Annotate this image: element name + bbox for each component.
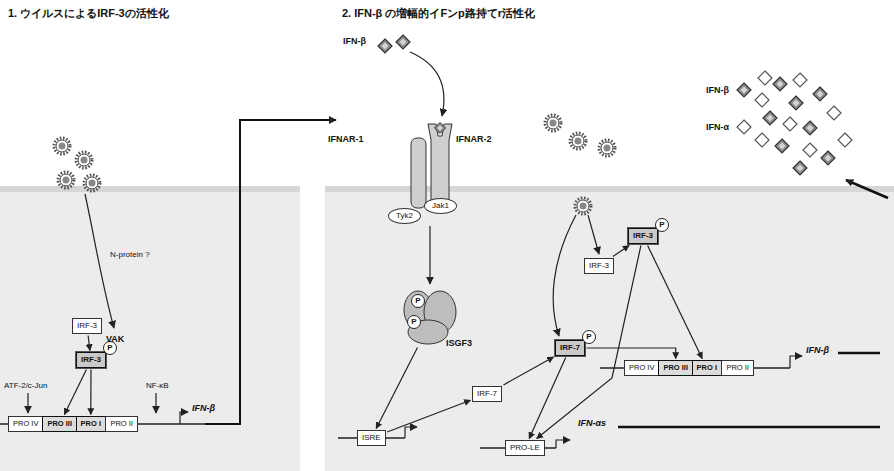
phospho-protein-box: IRF-3 bbox=[76, 352, 106, 368]
receptor-label: IFNAR-2 bbox=[456, 134, 492, 145]
node-text: PRO III bbox=[663, 363, 688, 373]
node-text: PRO I bbox=[81, 419, 101, 429]
phospho-protein-box: IRF-3 bbox=[628, 228, 658, 244]
node-text: IRF-3 bbox=[77, 321, 97, 331]
node-text: P bbox=[408, 316, 420, 328]
node-text: IRF-7 bbox=[560, 343, 580, 353]
phospho-protein-box: IRF-7 bbox=[555, 340, 585, 356]
promoter-element: PRO II bbox=[721, 360, 754, 376]
promoter-element: PRO I bbox=[76, 416, 106, 432]
node-text: P bbox=[412, 295, 424, 307]
node-text: IRF-7 bbox=[477, 389, 497, 399]
node-text: PRO I bbox=[697, 363, 717, 373]
panel-heading: 1. ウイルスによるIRF-3の活性化 bbox=[8, 7, 169, 20]
promoter-element: PRO IV bbox=[624, 360, 659, 376]
kinase-oval: Tyk2 bbox=[388, 208, 421, 224]
pathway-arrow bbox=[587, 348, 676, 359]
promoter-element: PRO-LE bbox=[505, 440, 545, 456]
protein-box: IRF-3 bbox=[584, 258, 614, 274]
node-text: Jak1 bbox=[432, 201, 449, 211]
pathway-arrow bbox=[88, 336, 90, 351]
pathway-arrow bbox=[387, 400, 470, 432]
phosphate-circle: P bbox=[411, 294, 425, 308]
node-text: ISGF3 bbox=[446, 338, 472, 348]
node-text: PRO IV bbox=[13, 419, 38, 429]
pathway-arrow bbox=[64, 370, 86, 415]
cytokine-label: IFN-β bbox=[706, 85, 729, 96]
pathway-arrow bbox=[529, 358, 566, 439]
node-text: P bbox=[656, 219, 668, 231]
promoter-element: PRO II bbox=[105, 416, 138, 432]
pathway-arrow bbox=[648, 246, 703, 359]
receptor-label: IFNAR-1 bbox=[328, 134, 364, 145]
promoter-element: PRO III bbox=[658, 360, 693, 376]
phosphate-circle: P bbox=[582, 330, 596, 344]
pathway-arrow bbox=[376, 348, 417, 429]
promoter-element: PRO I bbox=[692, 360, 722, 376]
cytokine-label: IFN-β bbox=[343, 36, 366, 47]
cytokine-label: IFN-α bbox=[706, 122, 729, 133]
kinase-oval: Jak1 bbox=[424, 198, 457, 214]
panel-heading: 2. IFN-β の増幅的イFンp路持てr活性化 bbox=[342, 7, 535, 20]
pathway-arrow bbox=[613, 246, 629, 257]
pathway-arrow bbox=[90, 370, 91, 415]
pathway-arrow bbox=[504, 357, 554, 385]
gene-label: IFN-β bbox=[192, 403, 215, 414]
node-text: PRO IV bbox=[629, 363, 654, 373]
gene-label: IFN-β bbox=[806, 345, 829, 356]
phosphate-circle: P bbox=[655, 218, 669, 232]
node-text: PRO-LE bbox=[510, 443, 540, 453]
isgf3-complex: ISGF3 PP bbox=[398, 288, 498, 352]
node-text: ISRE bbox=[362, 433, 381, 443]
factor-label: ATF-2/c-Jun bbox=[4, 381, 47, 391]
promoter-element: PRO III bbox=[42, 416, 77, 432]
node-text: PRO II bbox=[726, 363, 749, 373]
node-text: P bbox=[583, 331, 595, 343]
annotation: N-protein ? bbox=[110, 250, 150, 260]
node-text: IRF-3 bbox=[81, 355, 101, 365]
promoter-element: ISRE bbox=[357, 430, 386, 446]
node-text: Tyk2 bbox=[396, 211, 413, 221]
protein-box: IRF-7 bbox=[472, 386, 502, 402]
node-text: PRO II bbox=[110, 419, 133, 429]
protein-box: IRF-3 bbox=[72, 318, 102, 334]
node-text: IRF-3 bbox=[589, 261, 609, 271]
pathway-arrow bbox=[537, 246, 641, 439]
node-text: PRO III bbox=[47, 419, 72, 429]
gene-label: IFN-αs bbox=[578, 418, 606, 429]
node-text: IRF-3 bbox=[633, 231, 653, 241]
factor-label: NF-κB bbox=[146, 381, 169, 391]
promoter-element: PRO IV bbox=[8, 416, 43, 432]
kinase-label: VAK bbox=[106, 334, 124, 345]
phosphate-circle: P bbox=[407, 315, 421, 329]
